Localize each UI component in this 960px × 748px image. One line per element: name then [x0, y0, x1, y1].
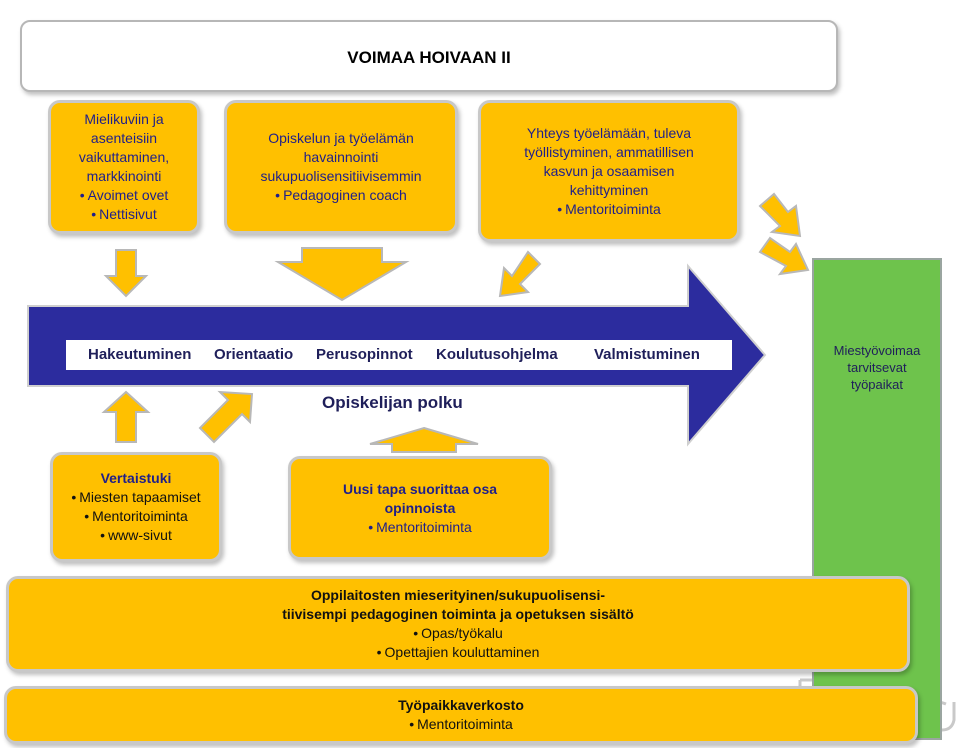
box-new-study-way-line: opinnoista	[384, 499, 456, 516]
stage-hakeutuminen: Hakeutuminen	[88, 346, 192, 363]
box-marketing-line: vaikuttaminen,	[78, 149, 170, 165]
box-observation-line: havainnointi	[303, 149, 379, 165]
box-pedagogy-line: tiivisempi pedagoginen toiminta ja opetu…	[282, 606, 634, 622]
box-worklife-line: työllistyminen, ammatillisen	[524, 143, 694, 160]
diagonal-arrow-down-left	[498, 250, 542, 298]
box-worklife-line: Yhteys työelämään, tuleva	[526, 124, 692, 141]
stage-orientaatio: Orientaatio	[214, 346, 294, 363]
employers-line: työpaikat	[850, 377, 904, 392]
box-work-network-title: Työpaikkaverkosto	[398, 697, 524, 713]
box-worklife-line: kehittyminen	[569, 181, 649, 198]
box-observation-line: Opiskelun ja työelämän	[268, 130, 414, 146]
box-peer-support-title: Vertaistuki	[100, 470, 172, 486]
box-observation-line: sukupuolisensitiivisemmin	[260, 168, 422, 184]
up-arrow-2	[369, 426, 479, 453]
box-marketing-line: markkinointi	[86, 168, 162, 184]
stages-band: Hakeutuminen Orientaatio Perusopinnot Ko…	[66, 340, 732, 370]
diagonal-arrow-up-right	[198, 390, 254, 444]
box-new-study-way-line: Uusi tapa suorittaa osa	[342, 480, 498, 497]
employers-line: tarvitsevat	[847, 360, 907, 375]
box-new-study-way: Uusi tapa suorittaa osa opinnoista Mento…	[288, 456, 552, 560]
box-marketing: Mielikuviin ja asenteisiin vaikuttaminen…	[48, 100, 200, 234]
page-title: VOIMAA HOIVAAN II	[347, 48, 511, 67]
stage-valmistuminen: Valmistuminen	[594, 346, 700, 363]
box-work-network: Työpaikkaverkosto Mentoritoiminta	[4, 686, 918, 744]
up-arrow-1	[101, 390, 151, 443]
box-peer-support-item: Miesten tapaamiset	[71, 488, 200, 507]
box-peer-support-item: www-sivut	[100, 526, 172, 545]
box-worklife: Yhteys työelämään, tuleva työllistyminen…	[478, 100, 740, 242]
diagonal-arrow-right-2	[758, 236, 810, 276]
box-observation: Opiskelun ja työelämän havainnointi suku…	[224, 100, 458, 234]
stage-koulutusohjelma: Koulutusohjelma	[436, 346, 558, 363]
box-marketing-line: Mielikuviin ja	[84, 111, 164, 127]
down-arrow-1	[103, 249, 149, 298]
box-new-study-way-item: Mentoritoiminta	[368, 518, 472, 537]
student-path-label: Opiskelijan polku	[322, 393, 463, 412]
box-worklife-line: kasvun ja osaamisen	[543, 162, 675, 179]
box-peer-support-item: Mentoritoiminta	[84, 507, 188, 526]
stage-perusopinnot: Perusopinnot	[316, 346, 413, 363]
diagonal-arrow-right-1	[758, 192, 802, 238]
box-observation-item: Pedagoginen coach	[275, 186, 407, 205]
box-pedagogy-item: Opas/työkalu	[413, 624, 503, 643]
box-work-network-item: Mentoritoiminta	[409, 715, 513, 734]
title-box: VOIMAA HOIVAAN II	[20, 20, 838, 92]
box-peer-support: Vertaistuki Miesten tapaamiset Mentorito…	[50, 452, 222, 562]
box-marketing-item: Avoimet ovet	[80, 186, 169, 205]
down-arrow-2	[274, 247, 410, 302]
box-marketing-item: Nettisivut	[91, 205, 157, 224]
box-marketing-line: asenteisiin	[90, 130, 158, 146]
box-pedagogy-line: Oppilaitosten mieserityinen/sukupuolisen…	[310, 587, 606, 603]
box-pedagogy-item: Opettajien kouluttaminen	[377, 643, 540, 662]
employers-line: Miestyövoimaa	[833, 343, 921, 358]
box-worklife-item: Mentoritoiminta	[557, 200, 661, 219]
box-pedagogy: Oppilaitosten mieserityinen/sukupuolisen…	[6, 576, 910, 672]
